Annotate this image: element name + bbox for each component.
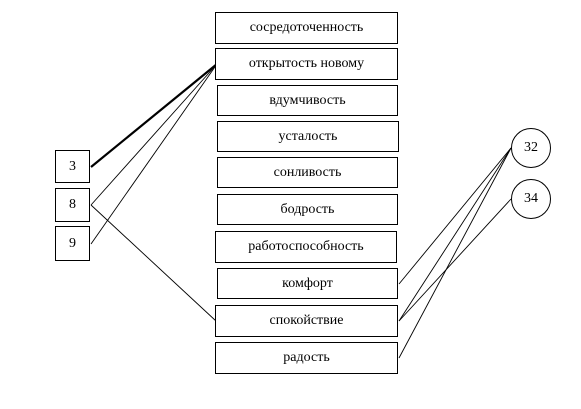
number-box-8: 8 [55,188,90,222]
state-label: радость [283,350,330,365]
state-box-sleepiness: сонливость [217,157,398,188]
connector-3-line [90,63,218,168]
number-label: 32 [524,140,538,155]
state-box-efficiency: работоспособность [215,231,397,263]
number-label: 8 [69,197,76,212]
number-box-9: 9 [55,226,90,261]
state-box-concentration: сосредоточенность [215,12,398,44]
state-label: бодрость [280,201,335,217]
state-box-fatigue: усталость [217,121,399,152]
number-label: 34 [524,191,538,206]
state-box-calmness: спокойствие [215,305,398,337]
number-label: 3 [69,158,76,174]
connector-9-line [90,63,218,245]
state-box-comfort: комфорт [217,268,398,299]
connector-8-line [90,63,218,206]
number-circle-34: 34 [511,179,551,219]
state-box-vigor: бодрость [217,194,398,225]
state-label: комфорт [282,275,333,291]
state-box-openness: открытость новому [215,48,398,80]
state-label: работоспособность [248,239,364,254]
state-box-thoughtfulness: вдумчивость [217,85,398,116]
state-label: усталость [278,128,338,144]
state-label: спокойствие [269,313,344,328]
state-label: сосредоточенность [249,20,364,35]
connector-34-line [398,198,512,322]
number-circle-32: 32 [511,128,551,168]
number-label: 9 [69,235,76,251]
connector-32-line [398,147,512,359]
state-label: вдумчивость [269,92,346,108]
state-label: сонливость [273,164,342,180]
state-label: открытость новому [248,56,365,71]
number-box-3: 3 [55,150,90,183]
connector-8-line [90,204,217,322]
connector-32-line [398,147,512,285]
state-box-joy: радость [215,342,398,374]
connector-32-line [398,147,512,322]
